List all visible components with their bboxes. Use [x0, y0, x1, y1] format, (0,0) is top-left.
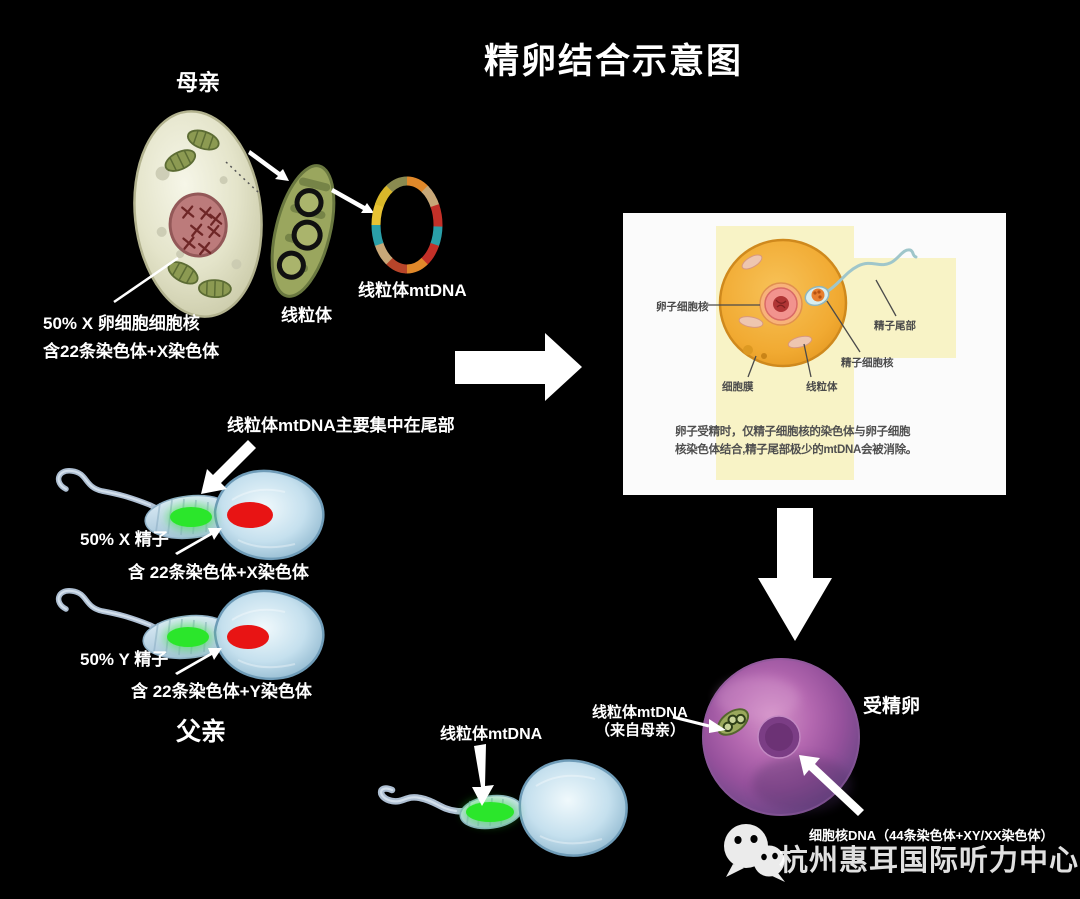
mtdna-ring	[371, 176, 443, 274]
panel-pointer-lines	[706, 279, 897, 378]
egg-nucleus-note-line1: 50% X 卵细胞细胞核	[43, 314, 200, 333]
sperm-y-label: 50% Y 精子	[80, 650, 169, 669]
mitochondrion	[270, 164, 336, 298]
sperm-x-mtdna-green	[170, 507, 212, 527]
mitochondrion-label: 线粒体	[281, 306, 332, 325]
arrow-chromosome-to-sperm-y	[175, 648, 222, 675]
sperm-x-chromosomes: 含 22条染色体+X染色体	[128, 563, 309, 582]
watermark-text: 杭州惠耳国际听力中心	[779, 845, 1080, 877]
sperm-x-label: 50% X 精子	[80, 530, 169, 549]
bottom-sperm-mtdna-label: 线粒体mtDNA	[440, 726, 543, 743]
egg-nucleus-pointer-line	[113, 256, 179, 304]
panel-egg-nucleus-label: 卵子细胞核	[656, 301, 709, 313]
mother-section-label: 母亲	[176, 70, 221, 95]
egg-mitochondrion	[164, 149, 197, 172]
zoom-dashed-line	[225, 161, 259, 193]
zygote-label: 受精卵	[863, 696, 921, 717]
panel-sperm	[804, 248, 918, 307]
panel-egg	[718, 238, 848, 368]
panel-egg-nucleus	[759, 282, 803, 326]
sperm-x-nucleus-red	[227, 502, 273, 528]
maternal-mtdna-label-line2: （来自母亲）	[595, 722, 686, 739]
egg-nucleus-note-line2: 含22条染色体+X染色体	[43, 342, 220, 361]
page-title: 精卵结合示意图	[484, 42, 744, 81]
arrow-mitochondrion-to-mtdna	[331, 188, 374, 213]
sperm-y	[55, 588, 325, 681]
panel-cell-membrane-label: 细胞膜	[722, 381, 754, 393]
sperm-x	[55, 468, 325, 561]
arrow-egg-to-mitochondrion	[248, 150, 289, 181]
arrow-mtdna-note-to-sperm-x	[201, 440, 256, 494]
maternal-mtdna-label-line1: 线粒体mtDNA	[592, 704, 688, 721]
panel-mitochondrion-label: 线粒体	[806, 381, 838, 393]
panel-sperm-tail-label: 精子尾部	[874, 320, 916, 332]
sperm-mtdna-note: 线粒体mtDNA主要集中在尾部	[227, 416, 455, 435]
sperm-bottom	[377, 759, 628, 857]
sperm-bottom-mtdna-green	[466, 802, 514, 822]
big-down-arrow	[758, 508, 832, 641]
nuclear-dna-label: 细胞核DNA（44条染色体+XY/XX染色体）	[809, 828, 1054, 843]
father-section-label: 父亲	[176, 718, 227, 746]
fertilization-panel	[623, 213, 1006, 495]
sperm-y-mtdna-green	[167, 627, 209, 647]
egg-cell-nucleus	[168, 192, 228, 258]
zygote-nucleus	[757, 715, 801, 759]
mtdna-ring-label: 线粒体mtDNA	[358, 281, 467, 300]
panel-sperm-nucleus-label: 精子细胞核	[841, 357, 894, 369]
egg-mitochondrion	[187, 129, 220, 151]
panel-caption-line2: 核染色体结合,精子尾部极少的mtDNA会被消除。	[675, 444, 917, 456]
big-right-arrow	[455, 333, 582, 401]
arrow-dna-to-zygote-nucleus	[799, 755, 864, 816]
sperm-y-nucleus-red	[227, 625, 269, 649]
mother-egg-cell	[133, 110, 263, 318]
zygote-mitochondria	[716, 708, 750, 736]
sperm-y-chromosomes: 含 22条染色体+Y染色体	[131, 682, 312, 701]
arrow-chromosome-to-sperm-x	[175, 528, 222, 555]
arrow-mtdna-to-sperm-bottom	[472, 744, 494, 806]
egg-mitochondrion	[198, 279, 232, 299]
arrow-maternal-mtdna-to-zygote	[672, 715, 726, 733]
panel-caption-line1: 卵子受精时，仅精子细胞核的染色体与卵子细胞	[675, 426, 911, 438]
